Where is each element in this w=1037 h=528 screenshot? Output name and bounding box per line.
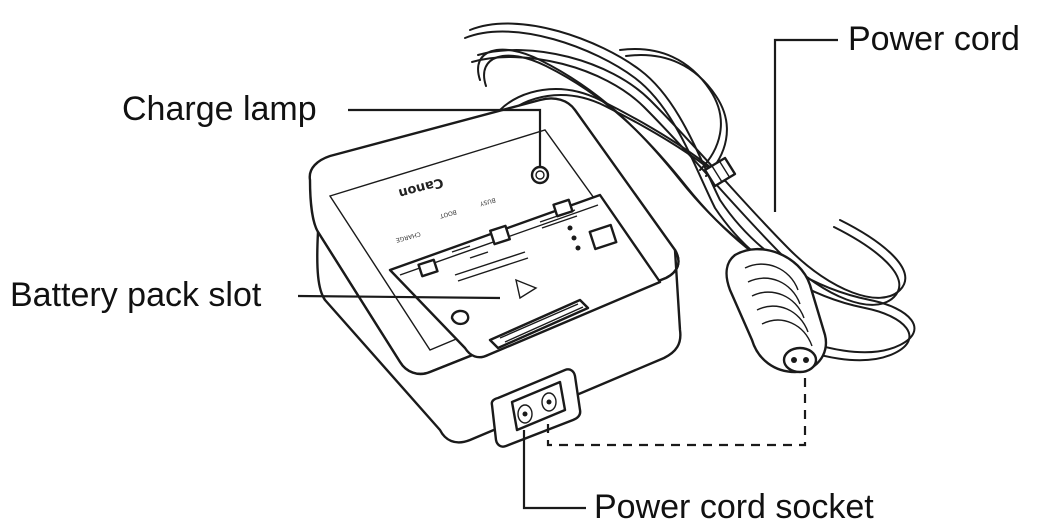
svg-text:BUSY: BUSY — [479, 196, 497, 207]
power-cord-illustration — [464, 22, 916, 374]
charge-lamp-indicator — [530, 165, 550, 185]
label-power-cord: Power cord — [848, 20, 1020, 58]
leader-power-cord-socket — [522, 430, 586, 510]
leader-lines — [297, 38, 838, 510]
charger-body: BOOT BUSY CHARGE Canon — [308, 97, 682, 448]
dashed-connection — [546, 378, 807, 447]
leader-battery-pack-slot — [297, 294, 501, 300]
label-power-cord-socket: Power cord socket — [594, 488, 874, 526]
label-battery-pack-slot: Battery pack slot — [10, 276, 262, 314]
label-charge-lamp: Charge lamp — [122, 90, 317, 128]
leader-charge-lamp — [348, 108, 542, 167]
leader-power-cord — [773, 38, 838, 212]
svg-text:BOOT: BOOT — [439, 208, 458, 219]
